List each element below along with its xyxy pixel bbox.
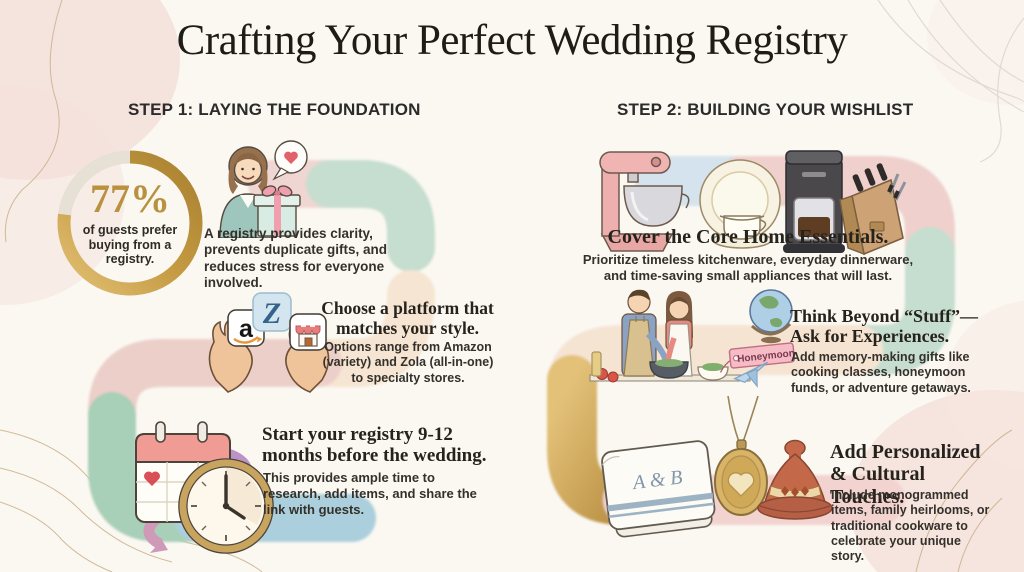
- airplane-icon: [733, 361, 769, 388]
- step1-item2-body: Options range from Amazon (variety) and …: [322, 340, 494, 385]
- step2-heading: STEP 2: BUILDING YOUR WISHLIST: [617, 100, 914, 119]
- tagine-icon: [757, 439, 833, 520]
- store-tile-icon: [289, 313, 327, 351]
- donut-ring: [57, 150, 203, 296]
- step2-item1-heading: Cover the Core Home Essentials.: [607, 226, 889, 248]
- zola-letter: Z: [262, 297, 281, 330]
- honeymoon-tag-icon: Honeymoon: [719, 342, 795, 373]
- dinnerware-icon: [699, 159, 781, 249]
- wok-icon: [649, 361, 689, 379]
- step1-item2-heading: Choose a platform that matches your styl…: [321, 298, 494, 338]
- step1-item1-body: A registry provides clarity, prevents du…: [204, 226, 388, 291]
- globe-icon: [749, 289, 793, 344]
- stat-caption: of guests prefer buying from a registry.: [82, 222, 178, 267]
- oil-bottle-icon: [591, 351, 602, 377]
- stat-value: 77%: [90, 175, 170, 221]
- step2-item1-body: Prioritize timeless kitchenware, everyda…: [582, 252, 914, 283]
- hands-holding-platforms-illustration: a Z: [208, 292, 330, 393]
- page-title: Crafting Your Perfect Wedding Registry: [176, 17, 848, 64]
- bride-with-gift-illustration: [219, 140, 308, 238]
- groom-figure: [621, 289, 669, 377]
- calendar-clock-illustration: [135, 421, 274, 554]
- stand-mixer-icon: [599, 151, 690, 252]
- monogrammed-towel-icon: A & B: [601, 440, 716, 538]
- step2-item3-heading: Add Personalized & Cultural Touches.: [830, 441, 981, 508]
- coffee-maker-icon: [783, 150, 845, 253]
- couple-cooking-illustration: Honeymoon: [589, 289, 795, 388]
- clock-icon: [178, 458, 274, 554]
- knife-block-icon: [839, 163, 907, 256]
- gray-line-accents: [877, 0, 1024, 163]
- kitchen-essentials-illustration: [599, 150, 907, 256]
- step1-item3-body: This provides ample time to research, ad…: [263, 470, 477, 517]
- salad-bowl-icon: [697, 366, 729, 381]
- zola-tile-icon: Z: [252, 292, 292, 332]
- heart-speech-bubble-icon: [272, 140, 308, 181]
- stat-donut: 77% of guests prefer buying from a regis…: [50, 143, 210, 303]
- amazon-letter: a: [239, 315, 254, 343]
- step2-item2-heading: Think Beyond “Stuff”— Ask for Experience…: [790, 306, 979, 347]
- step2-item2-body: Add memory-making gifts like cooking cla…: [791, 350, 971, 395]
- gift-box-icon: [253, 185, 301, 237]
- personalized-gifts-illustration: A & B: [601, 396, 833, 538]
- step2-item3-body: Include monogrammed items, family heirlo…: [831, 488, 990, 563]
- heart-locket-icon: [714, 396, 768, 516]
- step1-heading: STEP 1: LAYING THE FOUNDATION: [128, 100, 421, 119]
- step1-item3-heading: Start your registry 9-12 months before t…: [262, 424, 487, 467]
